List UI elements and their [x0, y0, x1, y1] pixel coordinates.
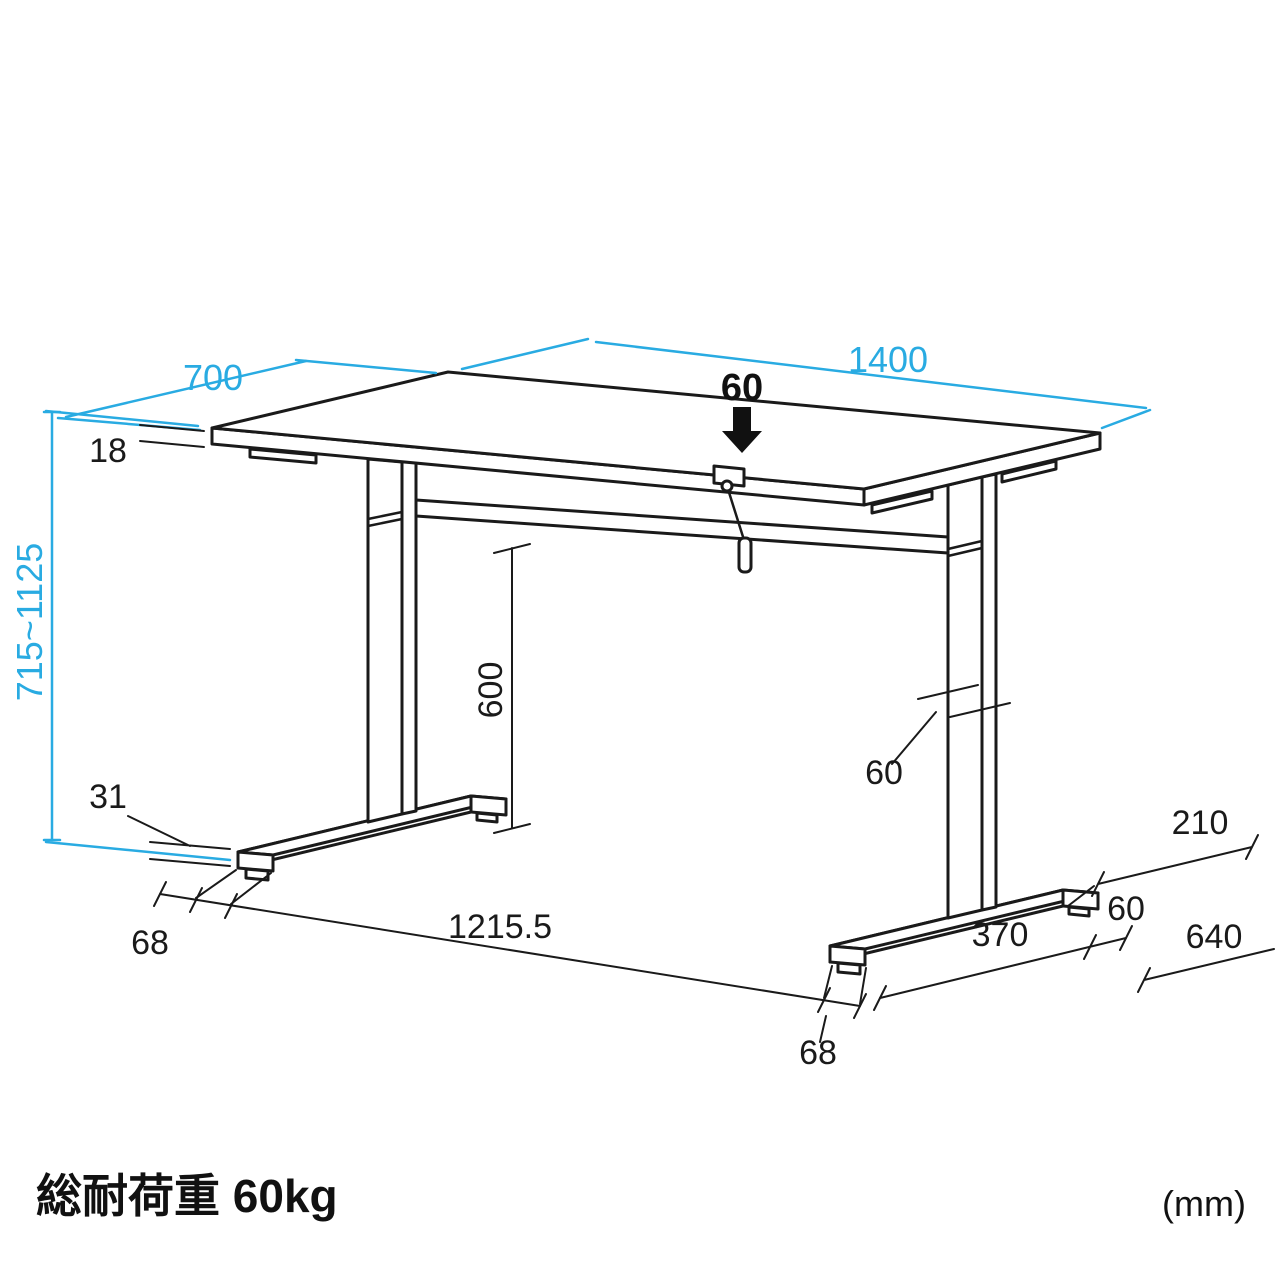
dim-height-range-label: 715~1125 [9, 543, 50, 702]
dim-top-load-label: 60 [721, 367, 763, 409]
crank-handle [712, 464, 753, 574]
right-foot [828, 888, 1100, 976]
load-arrow-icon [722, 407, 762, 453]
left-foot [236, 794, 508, 882]
desktop [210, 370, 1102, 507]
dim-foot-width-left-label: 68 [131, 924, 169, 962]
right-leg-column [946, 472, 998, 920]
dim-width-label: 1400 [848, 339, 928, 380]
dim-foot-front-section-label: 370 [972, 916, 1029, 954]
units-note: (mm) [1162, 1183, 1246, 1224]
dim-depth-label: 700 [183, 357, 243, 398]
dim-top-thickness-label: 18 [89, 432, 127, 470]
load-capacity-note: 総耐荷重 60kg [36, 1170, 338, 1222]
dim-foot-height-label: 31 [89, 778, 127, 816]
dim-foot-length-label: 640 [1186, 918, 1243, 956]
dim-foot-span-label: 1215.5 [448, 908, 552, 946]
crossbar [414, 498, 950, 555]
dim-clearance-label: 600 [472, 662, 510, 719]
desk-drawing [210, 370, 1102, 976]
accent-dimension-lines [42, 337, 1152, 862]
mounting-brackets [248, 447, 1058, 515]
dim-foot-mid-section-label: 60 [1107, 890, 1145, 928]
dim-column-width-label: 60 [865, 754, 903, 792]
dim-foot-width-right-label: 68 [799, 1034, 837, 1072]
left-leg-column [366, 457, 418, 824]
dimension-lines [127, 407, 1275, 1043]
dim-foot-rear-section-label: 210 [1172, 804, 1229, 842]
